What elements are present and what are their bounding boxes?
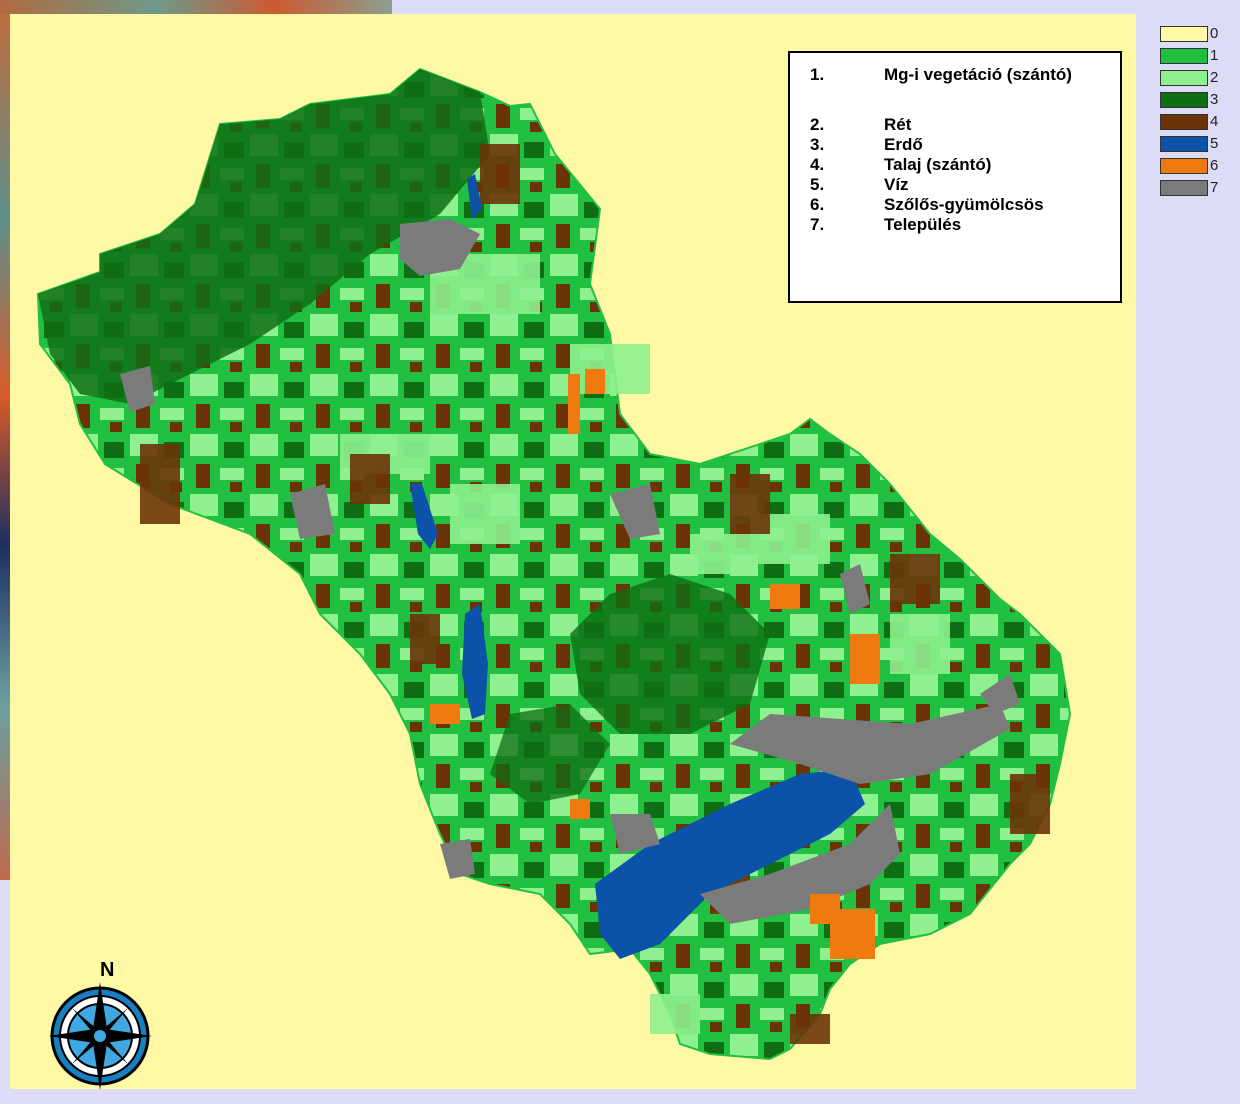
legend-item-number: 3. [810,135,825,154]
settlement-area [980,674,1020,714]
class-swatch-value: 1 [1210,47,1219,64]
classification-map [36,67,1072,1061]
class-swatch [1160,92,1208,108]
pond [410,484,438,549]
legend-item: 7. Település [810,215,1094,235]
class-swatch [1160,180,1208,196]
legend-item-number: 4. [810,155,825,174]
class-swatch-row: 3 [1160,92,1218,108]
soil-field [350,454,390,504]
vineyard-orchard [430,704,460,724]
satellite-image-top-edge [0,0,392,14]
soil-field [480,144,520,204]
settlement-area [610,484,660,539]
legend-item-number: 2. [810,115,825,134]
meadow-patch [570,344,650,394]
class-swatch-value: 2 [1210,69,1219,86]
legend-item-label: Víz [884,175,909,194]
class-swatch-row: 7 [1160,180,1218,196]
vineyard-orchard [585,369,605,394]
soil-field [140,444,180,524]
legend-box: 1. Mg-i vegetáció (szántó) 2. Rét 3. Erd… [788,51,1122,303]
class-swatch-value: 6 [1210,157,1219,174]
class-swatch-value: 7 [1210,179,1219,196]
vineyard-orchard [568,374,580,434]
meadow-patch [650,994,700,1034]
class-swatch [1160,26,1208,42]
meadow-patch [450,484,520,544]
land-cover-map: 1. Mg-i vegetáció (szántó) 2. Rét 3. Erd… [10,14,1136,1090]
vineyard-orchard [770,584,800,609]
vineyard-orchard [850,634,880,684]
legend-item-label: Rét [884,115,912,134]
class-swatch-row: 1 [1160,48,1218,64]
class-swatch-value: 0 [1210,25,1219,42]
settlement-area [840,564,870,614]
legend-item-label: Szőlős-gyümölcsös [884,195,1044,214]
legend-item-number: 5. [810,175,825,194]
soil-field [790,1014,830,1044]
settlement-area [120,366,155,412]
soil-field [890,554,940,604]
legend-item-label: Talaj (szántó) [884,155,992,174]
settlement-area [730,704,1010,784]
legend-item-number: 1. [810,65,825,84]
legend-item: 5. Víz [810,175,1094,195]
legend-item-number: 6. [810,195,825,214]
class-swatch-row: 6 [1160,158,1218,174]
legend-item-label: Erdő [884,135,923,154]
meadow-patch [690,534,750,574]
meadow-patch [890,614,950,674]
class-swatch-value: 4 [1210,113,1219,130]
settlement-area [400,219,480,276]
soil-field [410,614,440,664]
settlement-area [700,804,900,924]
legend-item-number: 7. [810,215,825,234]
legend-item: 1. Mg-i vegetáció (szántó) [810,65,1094,85]
soil-field [1010,774,1050,834]
north-label: N [100,959,114,981]
vineyard-orchard [570,799,590,819]
legend-item-label: Település [884,215,962,234]
forest-area [490,704,610,804]
settlement-area [610,814,660,854]
lake [595,769,865,959]
class-swatch-row: 5 [1160,136,1218,152]
class-swatch-value: 5 [1210,135,1219,152]
forest-area [38,69,490,404]
class-swatch [1160,158,1208,174]
class-swatch-row: 0 [1160,26,1218,42]
class-swatch [1160,48,1208,64]
pond [467,174,482,219]
settlement-area [440,839,475,879]
class-swatch-value: 3 [1210,91,1219,108]
legend-item: 2. Rét [810,115,1094,135]
class-swatch [1160,136,1208,152]
legend-item: 3. Erdő [810,135,1094,155]
class-color-legend: 0 1 2 3 4 5 6 7 [1160,18,1240,248]
class-swatch [1160,70,1208,86]
vineyard-orchard [830,909,875,959]
settlement-area [290,484,335,539]
class-swatch [1160,114,1208,130]
class-swatch-row: 4 [1160,114,1218,130]
forest-area [570,574,770,734]
legend-item-label: Mg-i vegetáció (szántó) [884,65,1072,84]
soil-field [730,474,770,534]
class-swatch-row: 2 [1160,70,1218,86]
pond [462,604,488,719]
legend-item: 6. Szőlős-gyümölcsös [810,195,1094,215]
legend-item: 4. Talaj (szántó) [810,155,1094,175]
compass-rose-icon: N [50,959,152,1090]
